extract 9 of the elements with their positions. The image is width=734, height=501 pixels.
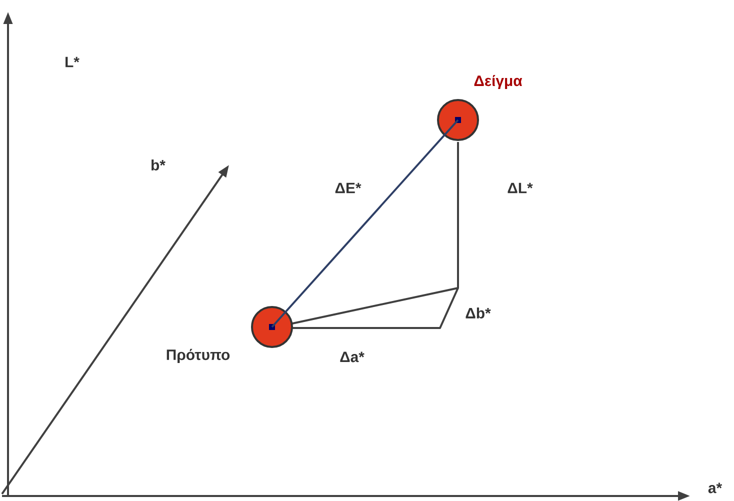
- point-label: Δείγμα: [474, 74, 522, 90]
- axis-label: b*: [152, 160, 166, 170]
- axis-label: a*: [708, 482, 722, 494]
- axis-label: Δa*: [340, 352, 364, 362]
- axis-label: L*: [66, 56, 80, 68]
- axis-label: ΔL*: [508, 182, 533, 194]
- axis-label: Δb*: [466, 308, 491, 318]
- edge-label: ΔE*: [335, 182, 362, 194]
- point-label: Πρότυπο: [166, 348, 230, 364]
